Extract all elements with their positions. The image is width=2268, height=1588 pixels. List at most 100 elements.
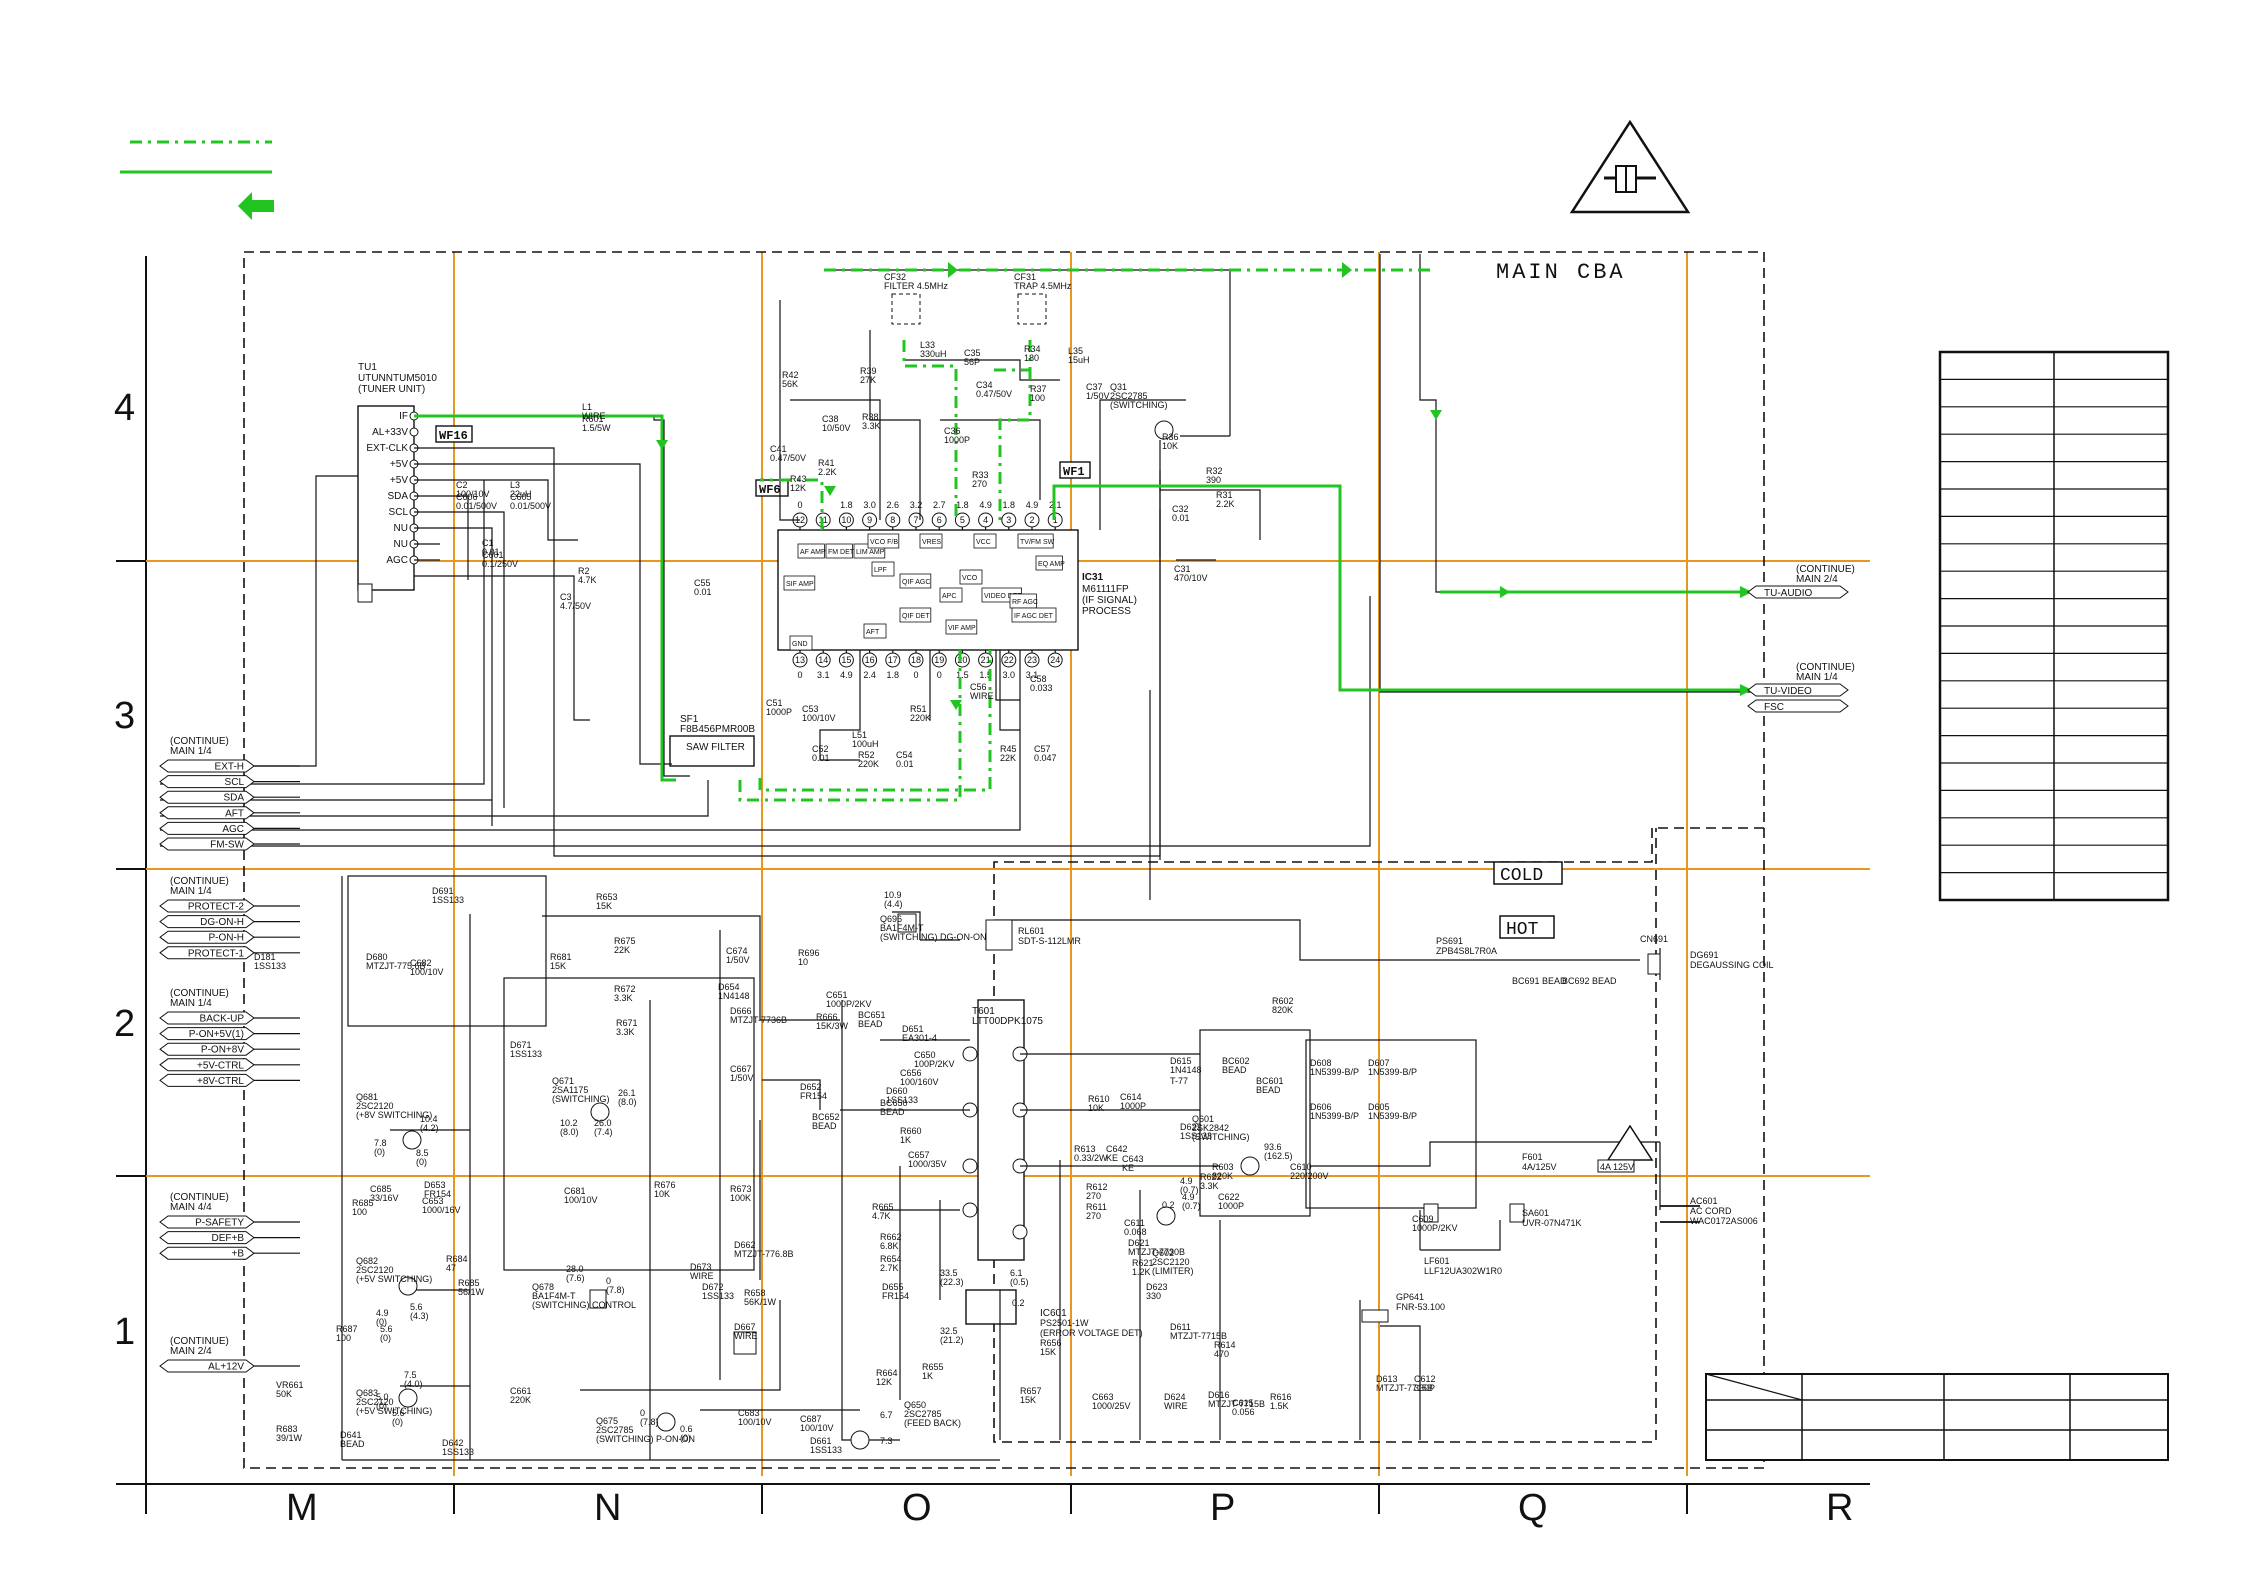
component-ref: R685 bbox=[352, 1198, 374, 1208]
component-value: 330uH bbox=[920, 349, 947, 359]
ic-pin-number: 24 bbox=[1050, 655, 1060, 665]
power-section: T601 LTT00DPK1075 IC601 PS2501-1W (ERROR… bbox=[962, 919, 1774, 1440]
tuner-pin-label: NU bbox=[394, 523, 408, 534]
component-ref: D624 bbox=[1164, 1392, 1186, 1402]
component-value: 100/10V bbox=[564, 1195, 598, 1205]
ic-block-label: VCC bbox=[976, 539, 991, 546]
diode-ref: D606 bbox=[1310, 1102, 1332, 1112]
voltage-value: 33.5 bbox=[940, 1268, 958, 1278]
component-value: 100/10V bbox=[738, 1417, 772, 1427]
voltage-value: 4.9 bbox=[376, 1308, 389, 1318]
voltage-standby: (0) bbox=[376, 1317, 387, 1327]
component-value: 56K/1W bbox=[744, 1297, 777, 1307]
connector-signal: BACK-UP bbox=[200, 1014, 245, 1025]
connector-arrow bbox=[159, 806, 255, 820]
transistor-ref: Q671 bbox=[552, 1076, 574, 1086]
component-ref: L35 bbox=[1068, 346, 1083, 356]
component-ref: R665 bbox=[872, 1202, 894, 1212]
ic601-ref: IC601 bbox=[1040, 1308, 1067, 1319]
wf-label: WF16 bbox=[439, 429, 468, 443]
component-value: KE bbox=[1122, 1163, 1134, 1173]
transistor-ref: Q696 bbox=[880, 914, 902, 924]
component-ref: C605 bbox=[510, 492, 532, 502]
ic-block bbox=[1035, 555, 1063, 571]
t601-ref: T601 bbox=[972, 1006, 995, 1017]
ic-block bbox=[945, 619, 978, 635]
component-value: 220K bbox=[910, 713, 931, 723]
component-ref: C611 bbox=[1124, 1218, 1145, 1228]
connector-title: MAIN 1/4 bbox=[170, 998, 212, 1009]
component-value: 10/50V bbox=[822, 423, 851, 433]
revision-table bbox=[1938, 350, 2170, 902]
component-value: 1000/35V bbox=[908, 1159, 947, 1169]
ic-pin bbox=[792, 652, 808, 668]
voltage-value: 7.5 bbox=[404, 1370, 417, 1380]
ic-pin-volt: 3.1 bbox=[1026, 670, 1039, 680]
component-value: 1K bbox=[922, 1371, 933, 1381]
component-ref: D666 bbox=[730, 1006, 752, 1016]
component-value: WIRE bbox=[734, 1331, 758, 1341]
component-ref: R653 bbox=[596, 892, 618, 902]
component-ref: R658 bbox=[744, 1288, 766, 1298]
component-value: 270 bbox=[972, 479, 987, 489]
tuner-ref: TU1 bbox=[358, 362, 377, 373]
connector-signal: PROTECT-1 bbox=[188, 948, 245, 959]
component-ref: C622 bbox=[1218, 1192, 1240, 1202]
wf-marker[interactable] bbox=[1059, 461, 1091, 479]
component-ref: D691 bbox=[432, 886, 454, 896]
ic601-box bbox=[965, 1289, 1017, 1325]
ic-block bbox=[867, 533, 900, 549]
ic-pin bbox=[815, 652, 831, 668]
transistor-part: 2SC2785 bbox=[596, 1425, 634, 1435]
connector-arrow bbox=[159, 1231, 255, 1245]
connector-title: (CONTINUE) bbox=[170, 1336, 229, 1347]
col-label: Q bbox=[1518, 1487, 1548, 1529]
connector-arrow bbox=[159, 790, 255, 804]
transistor-part: 2SC2120 bbox=[1152, 1257, 1190, 1267]
voltage-standby: (8.0) bbox=[618, 1097, 637, 1107]
connector-title: (CONTINUE) bbox=[1796, 662, 1855, 673]
component-ref: D655 bbox=[882, 1282, 904, 1292]
component-value: 0.01 bbox=[1172, 513, 1190, 523]
component-value: 220K bbox=[858, 759, 879, 769]
component-value: FR154 bbox=[800, 1091, 827, 1101]
component-ref: R660 bbox=[900, 1126, 922, 1136]
component-value: 33/16V bbox=[370, 1193, 399, 1203]
ic-pin-volt: 3.0 bbox=[1003, 670, 1016, 680]
component-ref: R611 bbox=[1086, 1202, 1107, 1212]
component-ref: R681 bbox=[550, 952, 572, 962]
component-ref: C606 bbox=[456, 492, 478, 502]
ic-pin bbox=[954, 512, 970, 528]
wf-marker[interactable] bbox=[435, 425, 473, 443]
component-value: 100/160V bbox=[900, 1077, 939, 1087]
tuner-pin-label: +5V bbox=[390, 475, 408, 486]
component-ref: R676 bbox=[654, 1180, 676, 1190]
component-value: 3.3K bbox=[614, 993, 633, 1003]
transistor-part: BA1F4M-T bbox=[532, 1291, 576, 1301]
voltage-value: 0 bbox=[640, 1408, 645, 1418]
transistor-part: 2SC2120 bbox=[356, 1265, 394, 1275]
voltage-standby: (7.4) bbox=[594, 1127, 613, 1137]
component-ref: R683 bbox=[276, 1424, 298, 1434]
ic-pin-volt: 4.9 bbox=[1026, 500, 1039, 510]
component-value: 100/10V bbox=[800, 1423, 834, 1433]
saw-part: F8B456PMR00B bbox=[680, 724, 755, 735]
transistor-func: (SWITCHING) bbox=[1192, 1132, 1250, 1142]
component-ref: C37 bbox=[1086, 382, 1103, 392]
back-arrow-icon[interactable] bbox=[238, 192, 274, 220]
tuner-pin-label: AGC bbox=[386, 555, 408, 566]
component-ref: D623 bbox=[1146, 1282, 1168, 1292]
component-value: FR154 bbox=[882, 1291, 909, 1301]
connector-signal: TU-AUDIO bbox=[1764, 588, 1813, 599]
transistor-ref: Q31 bbox=[1110, 382, 1127, 392]
diode-ref: D607 bbox=[1368, 1058, 1390, 1068]
connector-title: (CONTINUE) bbox=[170, 988, 229, 999]
cold-label-box bbox=[1493, 861, 1563, 885]
ic-pin bbox=[978, 652, 994, 668]
ic-pin-number: 13 bbox=[795, 655, 805, 665]
component-value: 0.01 bbox=[812, 753, 830, 763]
ac601-val: AC CORD bbox=[1690, 1206, 1732, 1216]
component-ref: R43 bbox=[790, 474, 807, 484]
voltage-standby: (162.5) bbox=[1264, 1151, 1293, 1161]
component-ref: C610 bbox=[1290, 1162, 1312, 1172]
